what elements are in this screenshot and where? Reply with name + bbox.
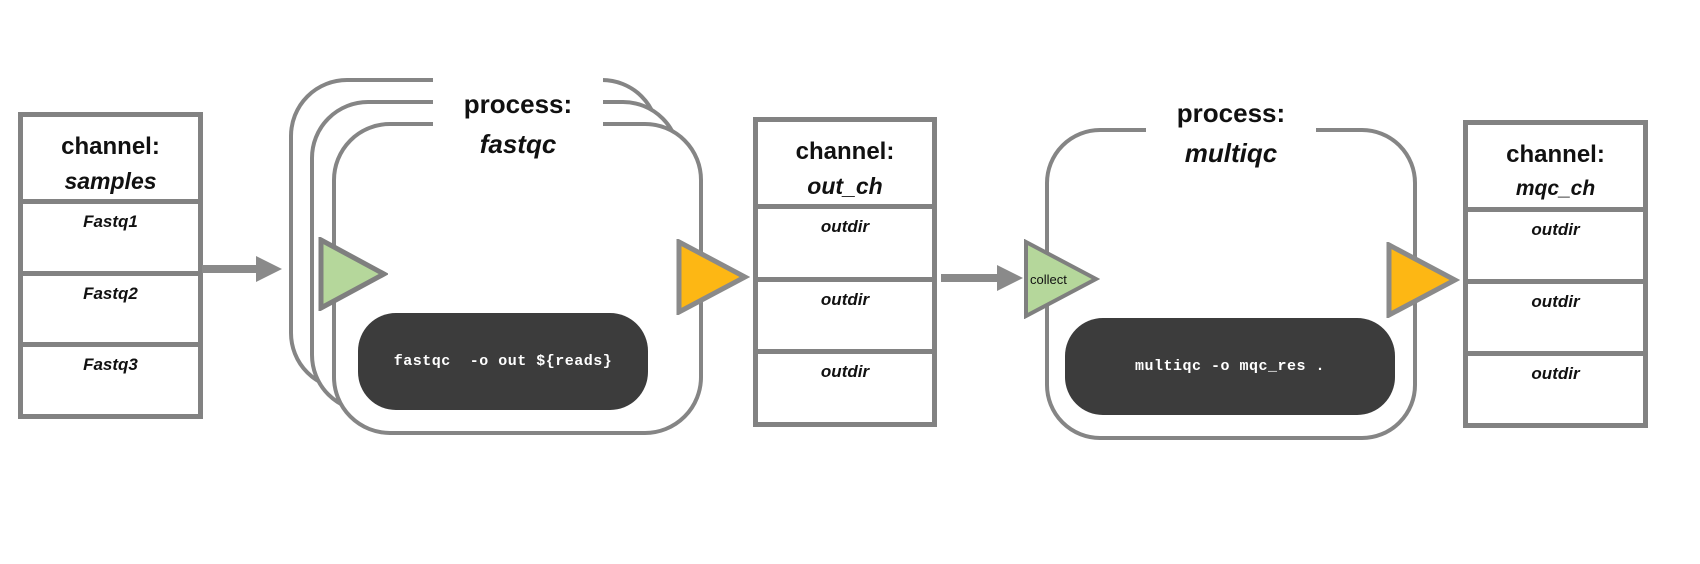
channel-kind-label: channel: — [1506, 141, 1605, 168]
process-name-label: multiqc — [1184, 138, 1278, 168]
channel-mqc-ch-header: channel: mqc_ch — [1468, 125, 1643, 207]
channel-kind-label: channel: — [795, 138, 895, 165]
channel-item: Fastq2 — [23, 270, 198, 343]
channel-item: outdir — [1468, 279, 1643, 351]
output-port-icon — [1386, 242, 1460, 318]
multiqc-command-text: multiqc -o mqc_res . — [1134, 358, 1326, 375]
input-port-icon — [318, 237, 388, 311]
channel-item: outdir — [758, 204, 932, 277]
channel-item: Fastq1 — [23, 199, 198, 271]
arrow-outch-to-multiqc — [941, 274, 997, 282]
multiqc-command-box: multiqc -o mqc_res . — [1065, 318, 1395, 415]
channel-item: outdir — [758, 276, 932, 350]
arrow-head-icon — [997, 265, 1023, 291]
arrow-samples-to-fastqc — [202, 265, 256, 273]
channel-kind-label: channel: — [61, 133, 160, 160]
fastqc-command-box: fastqc -o out ${reads} — [358, 313, 648, 410]
fastqc-command-text: fastqc -o out ${reads} — [393, 353, 613, 370]
channel-item: outdir — [1468, 207, 1643, 279]
channel-item: outdir — [1468, 351, 1643, 423]
channel-item: outdir — [758, 349, 932, 422]
collect-operator-icon: collect — [1024, 239, 1100, 319]
collect-label: collect — [1030, 272, 1067, 287]
process-kind-label: process: — [1176, 98, 1286, 128]
channel-item: Fastq3 — [23, 342, 198, 414]
channel-box-out-ch: channel: out_ch outdir outdir outdir — [753, 117, 937, 427]
channel-name-label: mqc_ch — [1515, 177, 1596, 200]
channel-name-label: samples — [64, 168, 157, 194]
channel-out-ch-header: channel: out_ch — [758, 122, 932, 204]
process-fastqc-title: process: fastqc — [433, 74, 603, 184]
process-kind-label: process: — [463, 89, 573, 119]
output-port-icon — [676, 239, 750, 315]
process-multiqc-title: process: multiqc — [1146, 83, 1316, 190]
channel-box-mqc-ch: channel: mqc_ch outdir outdir outdir — [1463, 120, 1648, 428]
arrow-head-icon — [256, 256, 282, 282]
channel-box-samples: channel: samples Fastq1 Fastq2 Fastq3 — [18, 112, 203, 419]
process-name-label: fastqc — [479, 129, 557, 159]
channel-samples-header: channel: samples — [23, 117, 198, 199]
channel-name-label: out_ch — [807, 173, 883, 199]
